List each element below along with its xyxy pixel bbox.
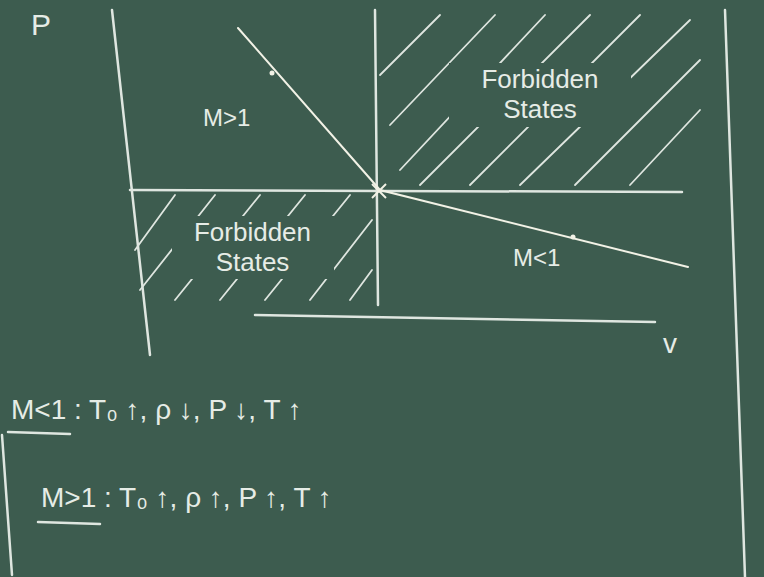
left-axis (112, 10, 150, 355)
branch-label: M<1 (510, 244, 563, 272)
forbidden-region: Forbidden States (130, 190, 375, 305)
axis-label: P (28, 8, 54, 42)
note: M>1 : T₀ ↑, ρ ↑, P ↑, T ↑ (38, 482, 335, 514)
intersection-mark (372, 184, 386, 198)
forbidden-region: Forbidden States (375, 0, 705, 190)
region-label: Forbidden States (449, 63, 631, 127)
horizontal-line (130, 190, 682, 192)
axis-label: v (660, 328, 680, 360)
region-label: Forbidden States (172, 216, 334, 280)
v-axis (255, 315, 655, 322)
point (571, 235, 576, 240)
hatching (135, 15, 700, 300)
board-edge (725, 10, 745, 577)
vertical-line (375, 10, 378, 305)
note: M<1 : T₀ ↑, ρ ↓, P ↓, T ↑ (8, 394, 305, 426)
board-edge (2, 435, 12, 575)
underline (38, 522, 100, 524)
branch-label: M>1 (200, 104, 253, 132)
point (270, 71, 275, 76)
underline (8, 432, 70, 434)
